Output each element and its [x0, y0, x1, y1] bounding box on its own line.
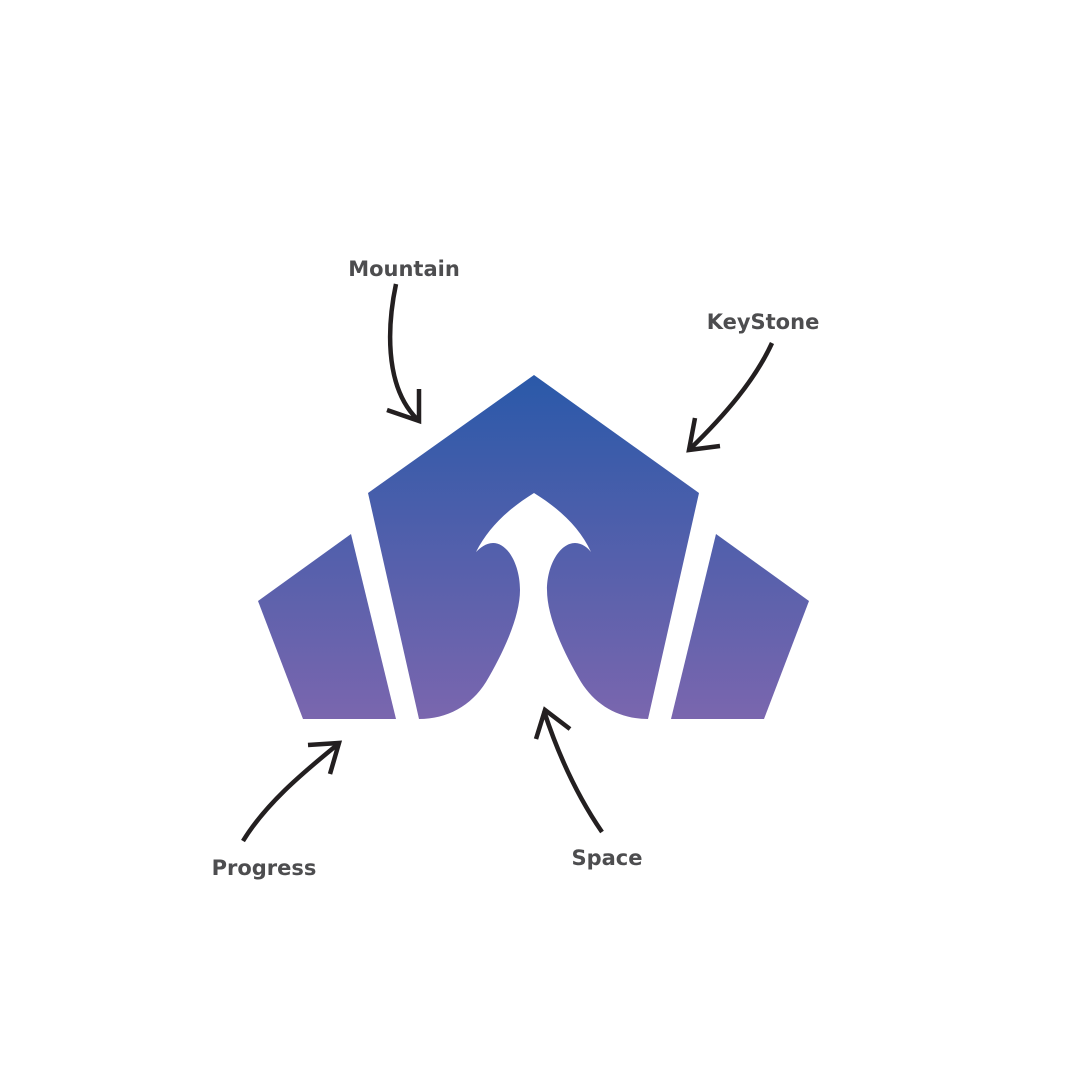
logo-center-mountain	[368, 375, 699, 719]
label-mountain: Mountain	[348, 257, 460, 281]
label-space: Space	[571, 846, 642, 870]
mountain-arrow-icon	[386, 283, 422, 425]
progress-arrow-icon	[241, 740, 343, 843]
space-arrow-icon	[533, 706, 604, 834]
label-progress: Progress	[212, 856, 317, 880]
logo-left-piece	[258, 534, 396, 719]
logo-icon	[258, 375, 809, 719]
label-keystone: KeyStone	[707, 310, 820, 334]
logo-right-piece	[671, 534, 809, 719]
keystone-arrow-icon	[686, 342, 775, 453]
